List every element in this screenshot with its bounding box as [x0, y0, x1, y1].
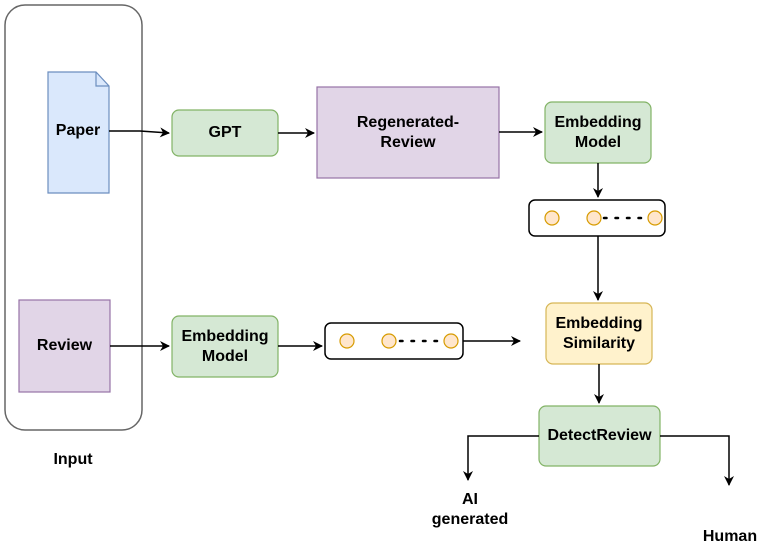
vector-dot	[381, 333, 397, 349]
regenerated-review-box	[316, 86, 500, 179]
embedding-model-bottom-box	[171, 315, 279, 378]
arrow-paper-to-gpt	[109, 127, 170, 138]
detect-review-box	[538, 405, 661, 467]
arrow-detect-to-human	[660, 435, 734, 486]
review-box	[18, 299, 111, 393]
vector-dot	[544, 210, 560, 226]
arrow-detect-to-ai-generated	[463, 435, 539, 481]
paper-document-shape	[47, 71, 110, 194]
gpt-box	[171, 109, 279, 157]
vector-dot	[647, 210, 663, 226]
vector-dot	[443, 333, 459, 349]
paper-document-fold	[95, 72, 109, 87]
embedding-similarity-box	[545, 302, 653, 365]
embedding-model-top-box	[544, 101, 652, 164]
vector-dot	[586, 210, 602, 226]
vector-dot	[339, 333, 355, 349]
input-group-box	[4, 4, 143, 431]
